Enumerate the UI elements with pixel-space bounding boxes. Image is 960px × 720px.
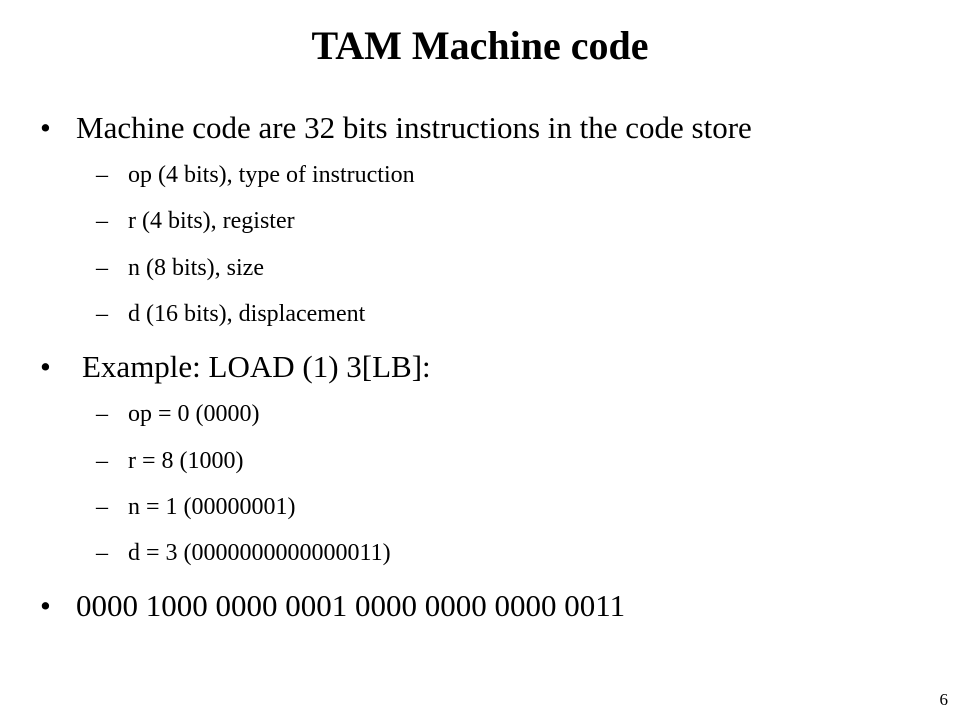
bullet-text: Machine code are 32 bits instructions in… — [76, 110, 752, 145]
dash-marker: – — [96, 301, 108, 327]
sub-item-text: op = 0 (0000) — [128, 401, 260, 427]
bullet-text: Example: LOAD (1) 3[LB]: — [82, 349, 431, 384]
sub-item-text: r (4 bits), register — [128, 208, 295, 234]
sub-item-text: op (4 bits), type of instruction — [128, 162, 415, 188]
bullet-text: 0000 1000 0000 0001 0000 0000 0000 0011 — [76, 588, 626, 623]
dash-marker: – — [96, 162, 108, 188]
page-number: 6 — [939, 690, 949, 709]
sub-item-text: n = 1 (00000001) — [128, 494, 296, 520]
dash-marker: – — [96, 208, 108, 234]
bullet-marker: • — [40, 588, 51, 623]
sub-item-text: d = 3 (0000000000000011) — [128, 540, 391, 566]
slide-title: TAM Machine code — [311, 23, 649, 68]
dash-marker: – — [96, 448, 108, 474]
dash-marker: – — [96, 255, 108, 281]
bullet-marker: • — [40, 349, 51, 384]
dash-marker: – — [96, 540, 108, 566]
sub-item-text: n (8 bits), size — [128, 255, 264, 281]
dash-marker: – — [96, 401, 108, 427]
sub-item-text: d (16 bits), displacement — [128, 301, 366, 327]
dash-marker: – — [96, 494, 108, 520]
sub-item-text: r = 8 (1000) — [128, 448, 244, 474]
bullet-marker: • — [40, 110, 51, 145]
